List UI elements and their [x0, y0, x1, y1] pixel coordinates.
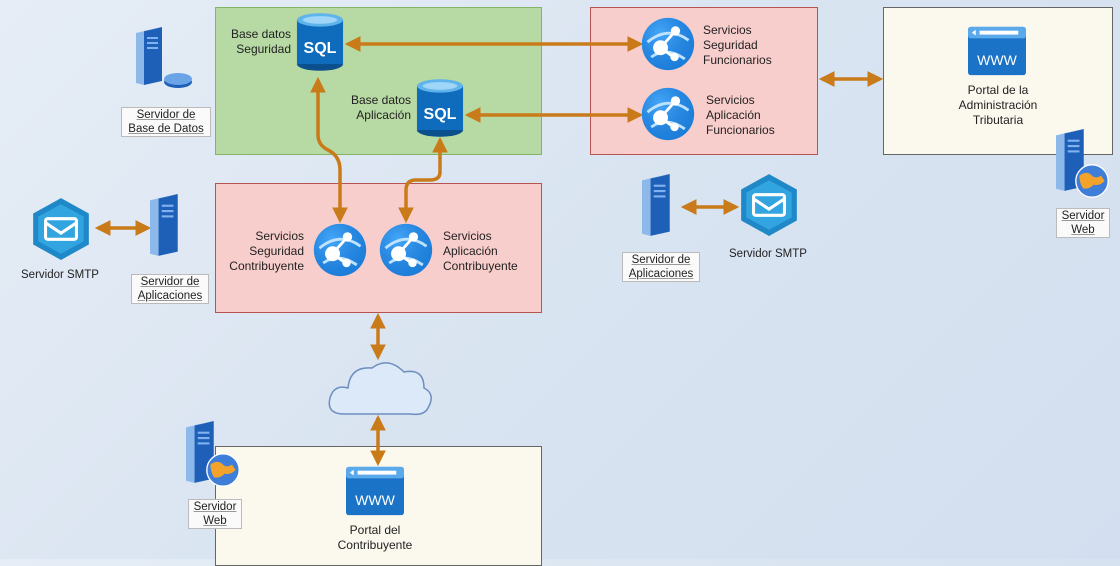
internet-cloud-icon: [328, 362, 432, 416]
www-text-contrib: WWW: [355, 492, 395, 508]
arrow-dbseg-contribseg: [310, 76, 348, 224]
azure-service-icon-func-seg: [640, 16, 696, 72]
smtp-mid-caption: Servidor SMTP: [729, 248, 807, 260]
officials-services-container: [590, 7, 818, 155]
www-text-admin: WWW: [977, 52, 1017, 68]
app-server-mid-caption: Servidor de Aplicaciones: [622, 252, 700, 282]
func-security-label: Servicios Seguridad Funcionarios: [703, 23, 772, 67]
sql-text-1: SQL: [304, 40, 337, 57]
sql-database-security-icon: SQL: [296, 13, 344, 71]
www-taxpayer-portal-icon: WWW: [346, 466, 404, 516]
azure-service-icon-contrib-seg: [312, 222, 368, 278]
taxpayer-services-container: [215, 183, 542, 313]
app-server-left-icon: [150, 194, 178, 256]
arrow-dbapp-contribapp: [398, 136, 448, 224]
sql-database-application-icon: SQL: [416, 79, 464, 137]
smtp-left-icon: [31, 196, 91, 262]
sql-text-2: SQL: [424, 106, 457, 123]
smtp-mid-icon: [739, 172, 799, 238]
web-server-bottom-caption: Servidor Web: [188, 499, 242, 529]
web-server-bottom-icon: [186, 421, 240, 487]
database-container: [215, 7, 542, 155]
contrib-security-label: Servicios Seguridad Contribuyente: [229, 229, 304, 273]
func-application-label: Servicios Aplicación Funcionarios: [706, 93, 775, 137]
web-server-right-caption: Servidor Web: [1056, 208, 1110, 238]
app-server-mid-icon: [642, 174, 670, 236]
web-server-right-icon: [1056, 129, 1109, 198]
contrib-application-label: Servicios Aplicación Contribuyente: [443, 229, 518, 273]
www-admin-portal-icon: WWW: [968, 26, 1026, 76]
db-application-label: Base datos Aplicación: [350, 93, 411, 122]
admin-portal-label: Portal de la Administración Tributaria: [958, 83, 1038, 127]
smtp-left-caption: Servidor SMTP: [21, 269, 99, 281]
azure-service-icon-func-app: [640, 86, 696, 142]
db-security-label: Base datos Seguridad: [230, 27, 291, 56]
azure-service-icon-contrib-app: [378, 222, 434, 278]
database-server-icon: [136, 27, 192, 88]
taxpayer-portal-label: Portal del Contribuyente: [337, 523, 413, 552]
app-server-left-caption: Servidor de Aplicaciones: [131, 274, 209, 304]
db-server-caption: Servidor de Base de Datos: [121, 107, 211, 137]
